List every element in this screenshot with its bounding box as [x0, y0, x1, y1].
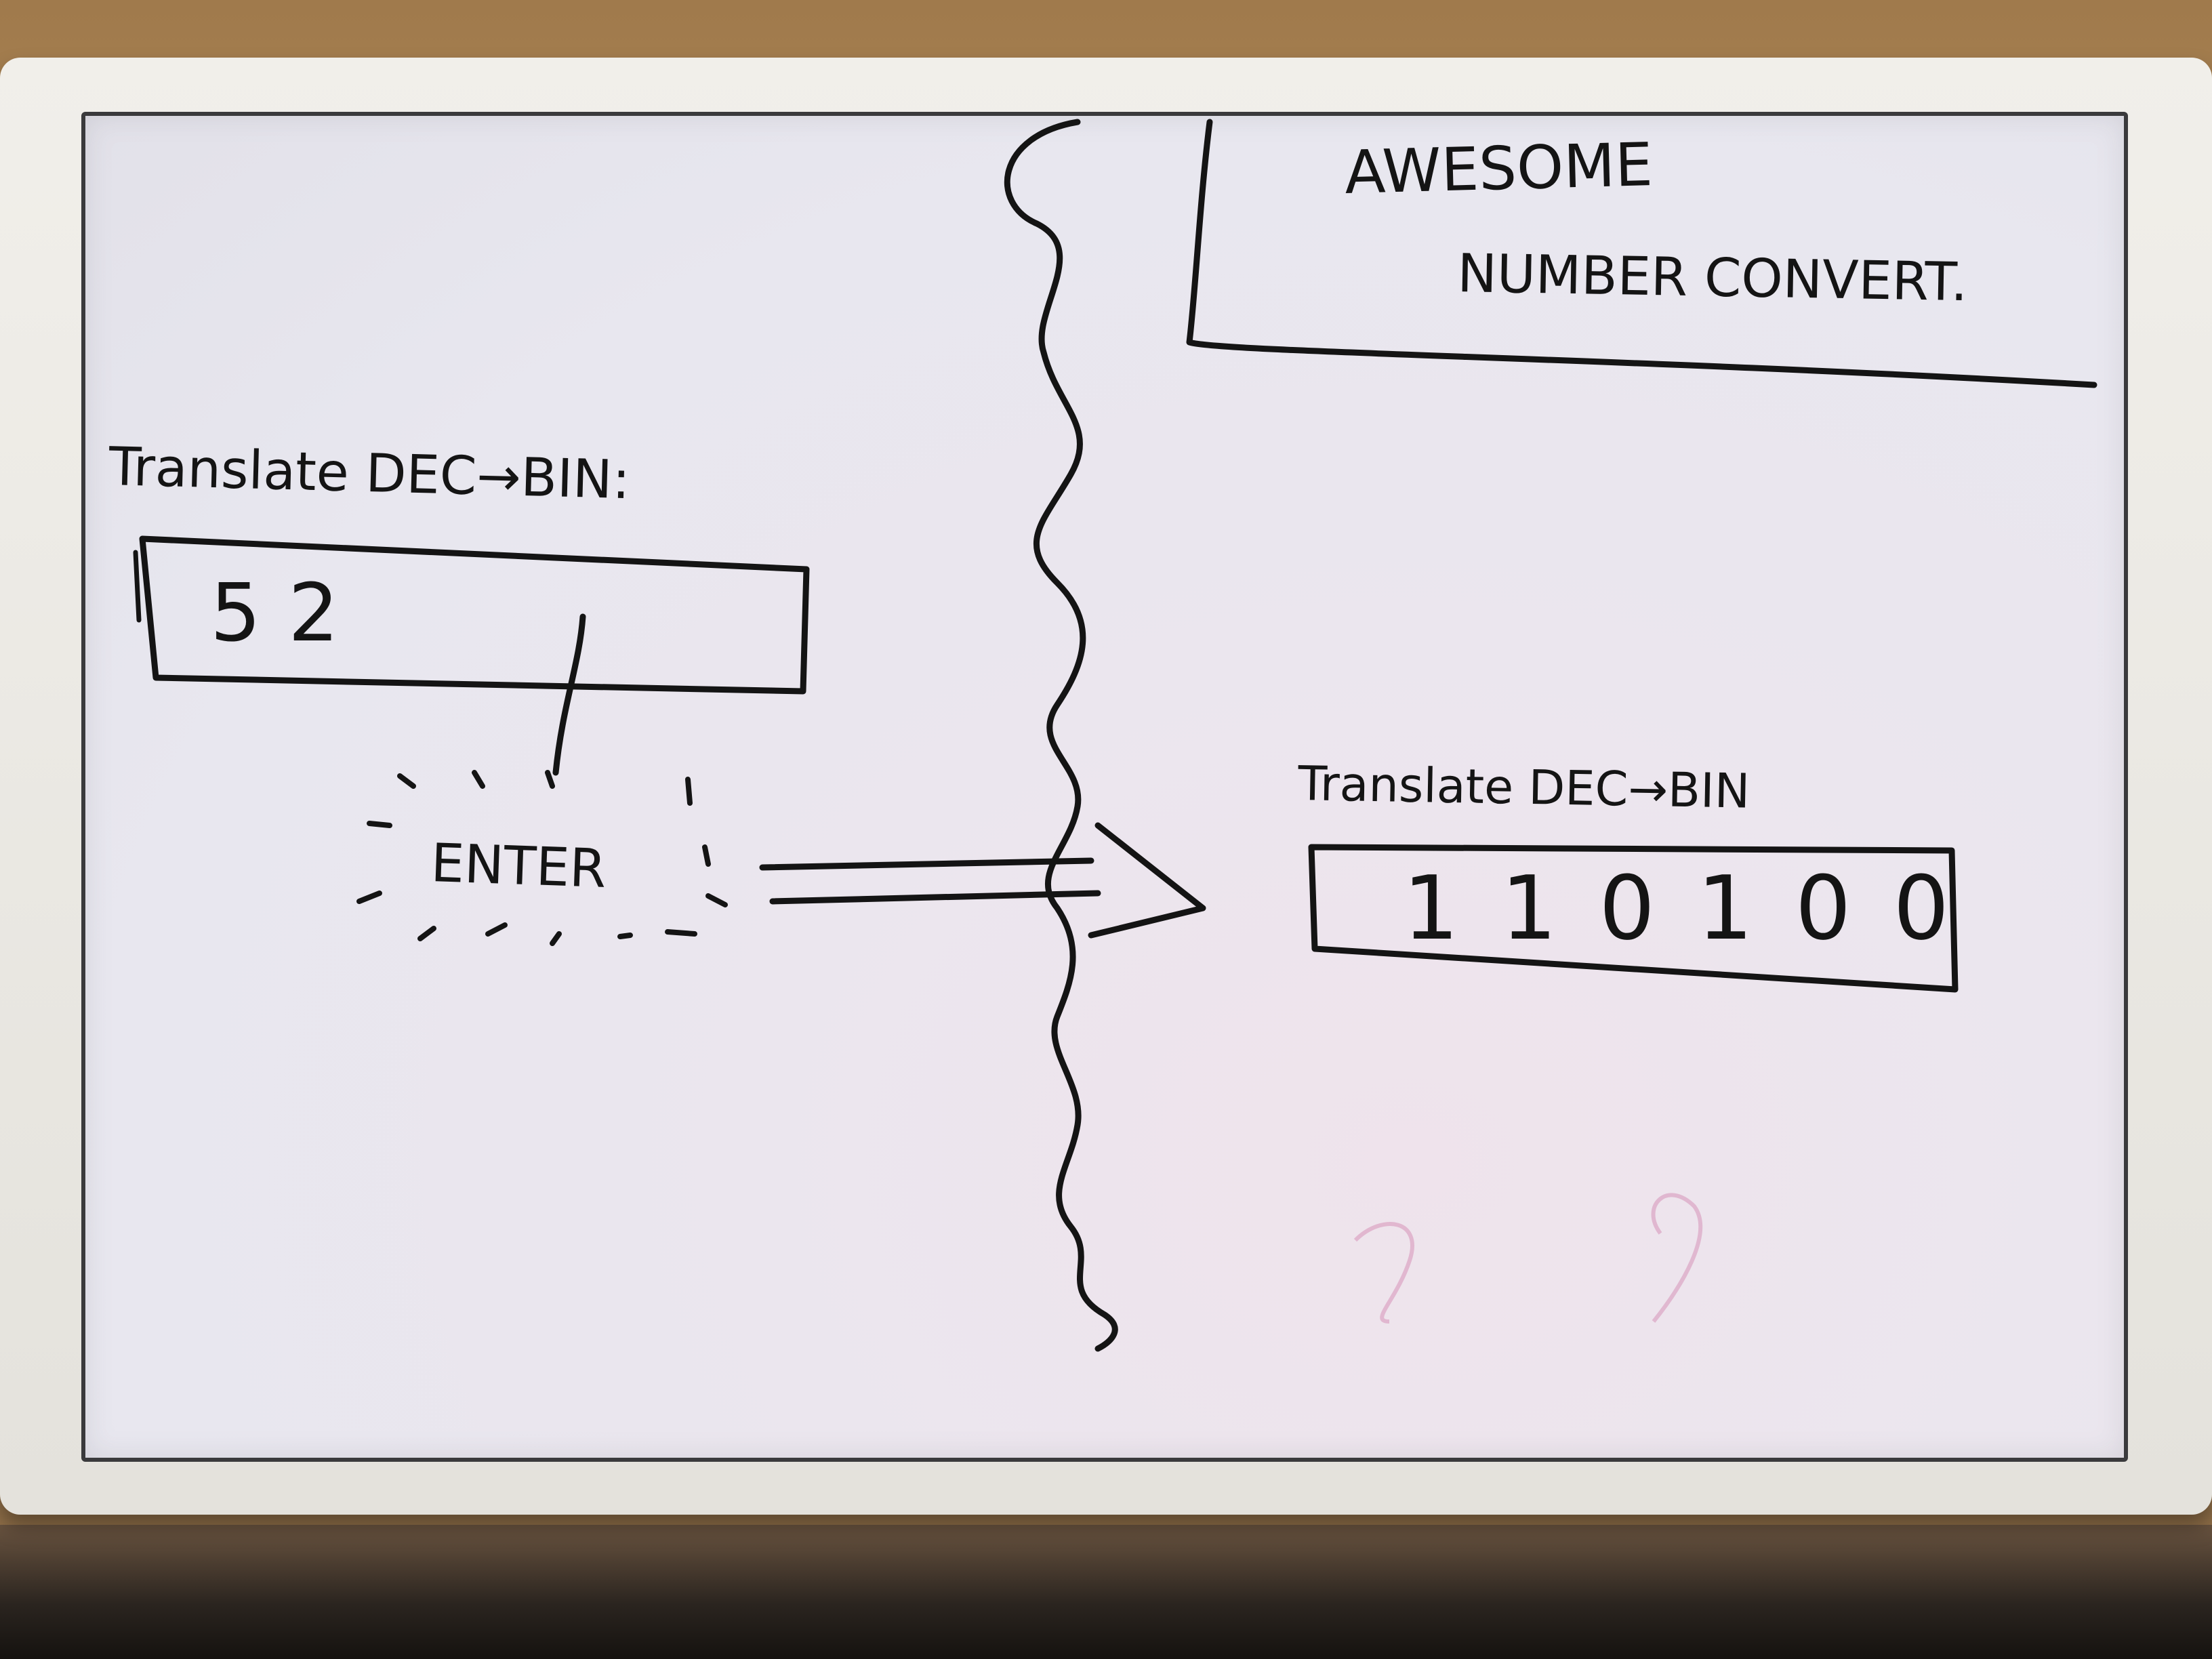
title-line-2: NUMBER CONVERT.: [1457, 243, 1969, 313]
wavy-divider: [1004, 119, 1118, 1352]
connector-line: [552, 613, 586, 776]
convert-arrow: [759, 822, 1206, 939]
whiteboard-surface: [81, 112, 2128, 1462]
pink-marker-residue: [1353, 1193, 1703, 1324]
left-translate-label: Translate DEC→BIN:: [108, 436, 631, 511]
title-bracket: [1186, 119, 2097, 388]
desk-surface: [0, 1525, 2212, 1659]
binary-output-box-outline: [1308, 844, 1959, 993]
enter-burst-marks: [356, 770, 728, 946]
decimal-input-value: 52: [210, 566, 366, 659]
title-line-1: AWESOME: [1344, 129, 1654, 207]
enter-button-label[interactable]: ENTER: [430, 833, 607, 900]
decimal-input-box-outline: [139, 535, 810, 695]
right-translate-label: Translate DEC→BIN: [1297, 756, 1750, 819]
binary-output-value: 110100: [1403, 857, 1991, 960]
